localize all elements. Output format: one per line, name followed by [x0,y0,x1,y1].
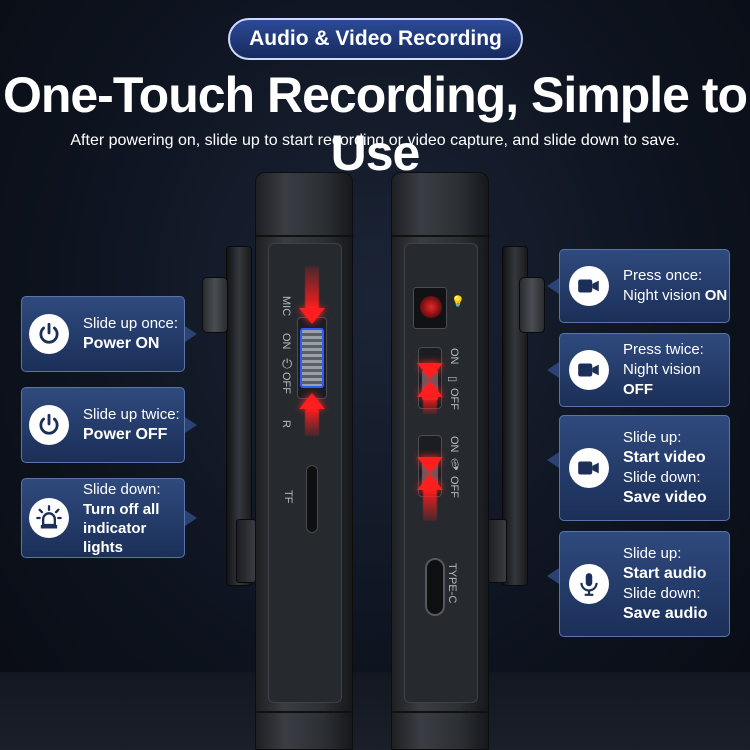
card-audio-bold1: Start audio [623,565,707,582]
arrow-down-stem [305,266,319,310]
power-icon [29,405,69,445]
video-arrow-up-icon [417,381,443,397]
arrow-down-icon [299,308,325,324]
power-symbol-icon: ⏻ [282,356,293,371]
card-indicator-off-bold: Turn off all indicator lights [83,500,160,556]
power-icon [29,314,69,354]
video-camera-icon [569,448,609,488]
card-nv-on-line2: Night vision [623,287,705,304]
video-arrow-up-stem [423,396,437,414]
card-indicator-off: Slide down: Turn off all indicator light… [21,478,185,558]
ir-lens-icon [420,296,442,318]
off-label: OFF [280,372,292,394]
card-video-line2: Slide down: [623,469,701,486]
type-c-label: TYPE-C [446,563,458,604]
card-video: Slide up: Start video Slide down: Save v… [559,415,730,521]
card-nv-on-bold: ON [704,287,728,304]
card-video-line1: Slide up: [623,429,682,446]
floor-shadow [0,672,750,750]
subheadline: After powering on, slide up to start rec… [70,132,680,149]
video-arrow-down-icon [417,363,443,379]
siren-light-icon [29,498,69,538]
video-camera-icon [569,350,609,390]
card-night-vision-on: Press once: Night vision ON [559,249,730,323]
headline: One-Touch Recording, Simple to Use [2,67,748,181]
card-power-off-line1: Slide up twice: [83,406,180,423]
light-bulb-icon: 💡 [451,296,465,308]
arrow-up-stem [305,408,319,436]
card-indicator-off-line1: Slide down: [83,480,161,498]
card-power-on-bold: Power ON [83,335,160,352]
tf-label: TF [282,490,294,504]
video-on-label: ON [448,348,460,365]
clip-hinge-left [236,519,256,583]
r-label: R [280,420,292,428]
card-audio-bold2: Save audio [623,605,708,622]
card-nv-off-bold: OFF [623,381,653,398]
audio-arrow-down-icon [417,457,443,473]
video-camera-icon [569,266,609,306]
mic-small-icon: 🎙 [448,459,462,471]
mic-label: MIC [280,296,292,317]
microphone-icon [569,564,609,604]
card-power-on-line1: Slide up once: [83,315,179,332]
clip-knob-right [519,277,545,333]
usb-c-port [425,558,445,616]
audio-arrow-up-stem [423,489,437,521]
card-nv-off-line1: Press twice: [623,341,704,358]
power-slider-knob[interactable] [300,328,324,388]
clip-hinge-right [487,519,507,583]
video-off-label: OFF [448,388,460,410]
power-slider-switch[interactable] [297,317,327,399]
video-small-icon: ▭ [447,373,458,385]
clip-knob-left [202,277,228,333]
category-badge: Audio & Video Recording [228,18,523,60]
arrow-up-icon [299,393,325,409]
recorder-device-left [255,172,354,750]
card-video-bold1: Start video [623,449,706,466]
audio-on-label: ON [448,436,460,453]
card-power-off: Slide up twice: Power OFF [21,387,185,463]
card-audio-line2: Slide down: [623,585,701,602]
card-audio: Slide up: Start audio Slide down: Save a… [559,531,730,637]
card-video-bold2: Save video [623,489,707,506]
audio-off-label: OFF [448,476,460,498]
card-night-vision-off: Press twice: Night vision OFF [559,333,730,407]
card-nv-off-line2: Night vision [623,361,701,378]
card-power-on: Slide up once: Power ON [21,296,185,372]
card-power-off-bold: Power OFF [83,426,168,443]
audio-arrow-up-icon [417,474,443,490]
tf-card-slot [306,465,318,533]
card-nv-on-line1: Press once: [623,267,703,284]
night-vision-button[interactable] [413,287,447,329]
card-audio-line1: Slide up: [623,545,682,562]
on-label: ON [280,333,292,350]
